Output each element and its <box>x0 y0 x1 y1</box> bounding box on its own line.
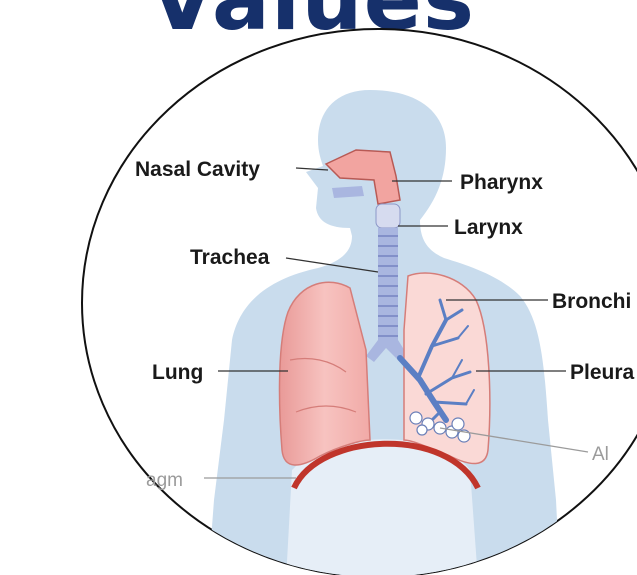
label-lung: Lung <box>152 361 203 384</box>
label-bronchi: Bronchi <box>552 290 631 313</box>
label-alveoli: Al <box>592 444 609 465</box>
larynx-shape <box>376 204 400 228</box>
mouth-cavity <box>332 186 364 198</box>
label-diaphragm: agm <box>146 470 183 491</box>
label-pleura: Pleura <box>570 361 635 384</box>
label-nasal-cavity: Nasal Cavity <box>135 158 260 181</box>
label-pharynx: Pharynx <box>460 171 543 194</box>
label-trachea: Trachea <box>190 246 270 269</box>
label-larynx: Larynx <box>454 216 523 239</box>
